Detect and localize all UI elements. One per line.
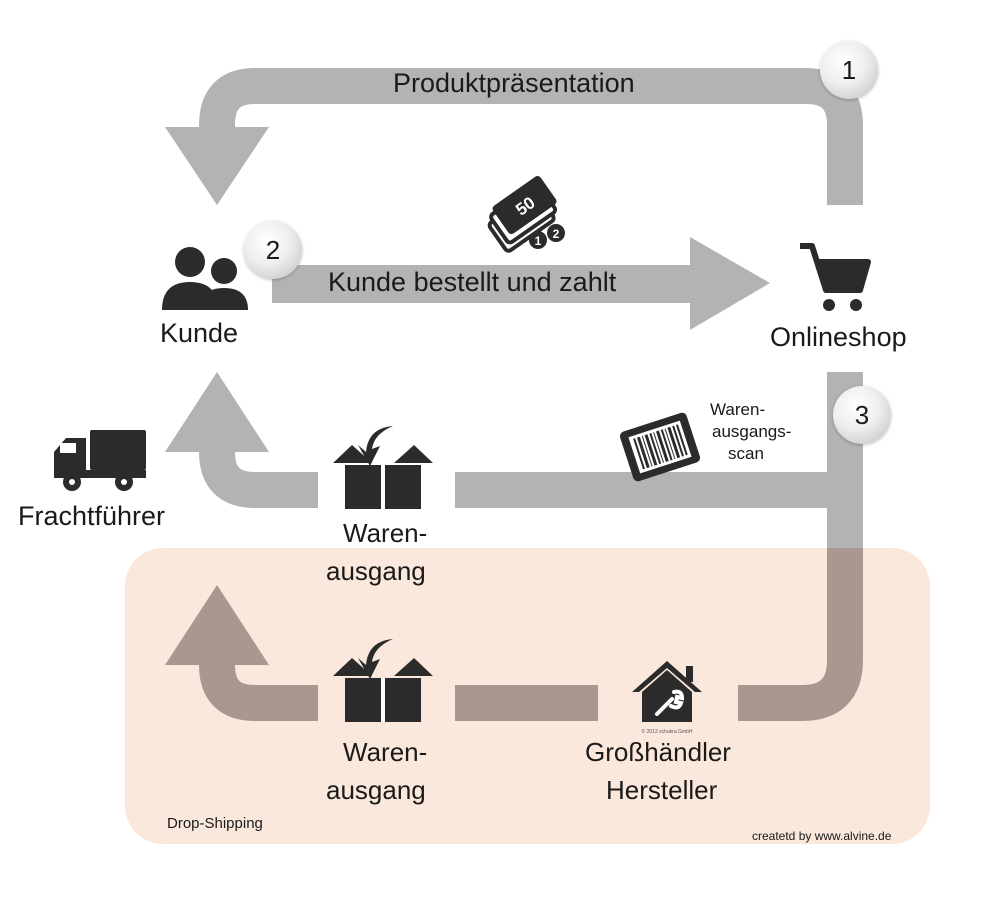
- arrow-warenausgang-lower: [199, 548, 863, 721]
- shopping-cart-icon: [800, 243, 871, 311]
- arrowhead-to-kunde: [165, 127, 269, 205]
- arrow-bestellung-shaft: [272, 265, 692, 303]
- coin-a-value: 1: [535, 234, 542, 248]
- users-icon: [162, 247, 248, 310]
- label-warenausgang-bottom-line2: ausgang: [326, 775, 426, 805]
- label-kunde: Kunde: [160, 318, 239, 348]
- step-badge-3: 3: [833, 386, 891, 444]
- arrowhead-to-onlineshop: [690, 237, 770, 330]
- label-scan-line1: Waren-: [710, 400, 766, 419]
- step-badge-2: 2: [244, 221, 302, 279]
- label-credit: createtd by www.alvine.de: [752, 829, 892, 843]
- label-kunde-bestellt: Kunde bestellt und zahlt: [328, 267, 617, 297]
- label-onlineshop: Onlineshop: [770, 322, 907, 352]
- barcode-icon: [619, 412, 701, 482]
- box-icon-dropship: [333, 639, 433, 722]
- label-produktpraesentation: Produktpräsentation: [393, 68, 635, 98]
- label-warenausgang-top-line2: ausgang: [326, 556, 426, 586]
- label-hersteller: Hersteller: [606, 775, 718, 805]
- label-warenausgang-top-line1: Waren-: [343, 518, 428, 548]
- house-wrench-icon: © 2012 schukra GmbH: [632, 661, 702, 735]
- arrowhead-up-dropship: [165, 585, 269, 665]
- truck-icon: [54, 430, 146, 491]
- arrowhead-up-kunde: [165, 372, 269, 452]
- label-scan-line3: scan: [728, 444, 764, 463]
- copyright-text: © 2012 schukra GmbH: [642, 728, 693, 735]
- step-badge-1: 1: [820, 41, 878, 99]
- label-warenausgang-bottom-line1: Waren-: [343, 737, 428, 767]
- coin-b-value: 2: [553, 227, 560, 241]
- label-grosshaendler: Großhändler: [585, 737, 731, 767]
- label-scan-line2: ausgangs-: [712, 422, 792, 441]
- label-drop-shipping: Drop-Shipping: [167, 815, 263, 832]
- cash-icon: 50: [487, 176, 558, 253]
- label-frachtfuehrer: Frachtführer: [18, 501, 166, 531]
- arrow-produktpraesentation: [199, 68, 863, 205]
- box-icon: [333, 426, 433, 509]
- coin-icon: 1 2: [529, 224, 565, 249]
